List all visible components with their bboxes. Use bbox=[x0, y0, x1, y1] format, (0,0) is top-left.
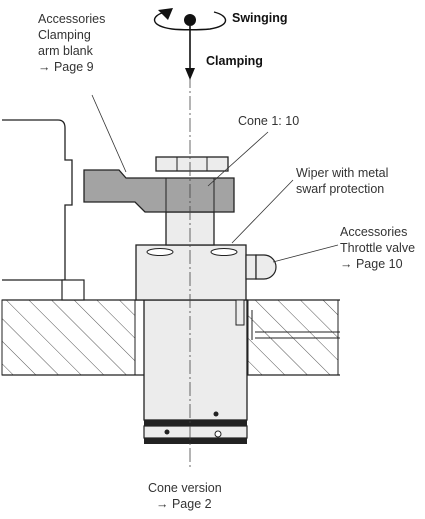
wiper-line-1: Wiper with metal bbox=[296, 166, 389, 180]
cone-label: Cone 1: 10 bbox=[238, 114, 300, 128]
cone-version-page-ref: → Page 2 bbox=[156, 497, 212, 511]
accessories-valve-line-2: Throttle valve bbox=[340, 241, 416, 255]
cylinder-flange bbox=[135, 244, 247, 326]
clamping-label: Clamping bbox=[206, 54, 263, 68]
workpiece bbox=[2, 119, 85, 301]
clamping-arrow bbox=[185, 26, 195, 80]
accessories-arm-line-2: Clamping bbox=[38, 28, 91, 42]
screw-dot bbox=[213, 411, 219, 417]
accessories-valve-line-1: Accessories bbox=[340, 225, 408, 239]
accessories-valve-page-ref: → Page 10 bbox=[340, 257, 403, 271]
cylinder-lower-body bbox=[143, 299, 248, 444]
accessories-arm-line-1: Accessories bbox=[38, 12, 106, 26]
port-circle bbox=[214, 430, 222, 438]
leader-lines bbox=[91, 94, 339, 263]
screw-dot bbox=[164, 429, 170, 435]
wiper-line-2: swarf protection bbox=[296, 182, 385, 196]
accessories-arm-page-ref: → Page 9 bbox=[38, 60, 94, 74]
cone-version-line-1: Cone version bbox=[148, 481, 222, 495]
accessories-arm-line-3: arm blank bbox=[38, 44, 93, 58]
throttle-valve bbox=[245, 254, 277, 280]
swinging-label: Swinging bbox=[232, 11, 288, 25]
hex-nut bbox=[155, 156, 229, 172]
clamping-arm bbox=[83, 169, 235, 213]
